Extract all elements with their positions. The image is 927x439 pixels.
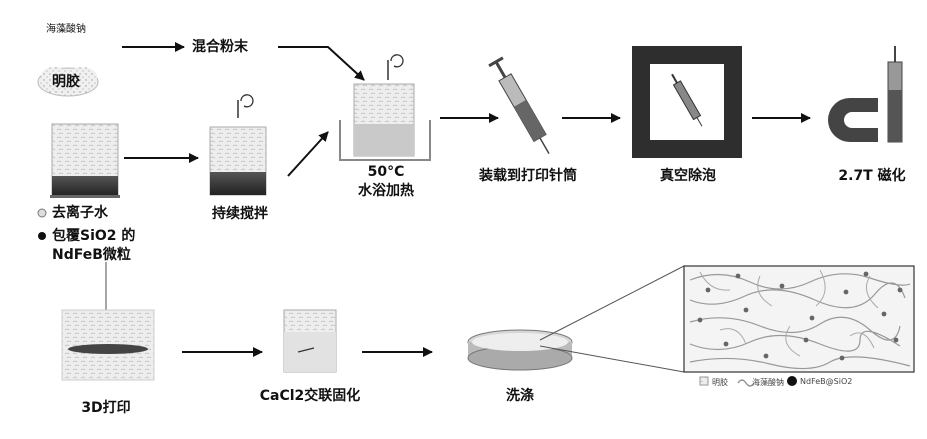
label-gelatin: 明胶	[52, 74, 80, 90]
label-load-syringe: 装载到打印针筒	[479, 168, 577, 184]
label-vacuum: 真空除泡	[660, 168, 716, 184]
legend-label-particle: NdFeB@SiO2	[800, 377, 852, 386]
legend-label-alginate: 海藻酸钠	[752, 377, 784, 388]
syringe-icon	[489, 58, 556, 158]
petri-dish	[468, 330, 572, 370]
label-particles-line1: 包覆SiO2 的	[52, 228, 135, 244]
microstructure-zoom-box	[684, 266, 914, 372]
zoom-line-top	[540, 266, 684, 340]
printer-bath	[62, 310, 154, 380]
deionized-water-beaker	[50, 124, 120, 198]
label-wash: 洗涤	[506, 388, 534, 404]
label-particles-line2: NdFeB微粒	[52, 247, 131, 263]
legend-swatch-gelatin	[700, 377, 708, 385]
legend-dot-particles	[38, 232, 46, 240]
legend-label-gelatin: 明胶	[712, 377, 728, 388]
label-sodium-alginate: 海藻酸钠	[46, 22, 86, 38]
magnet-icon	[828, 46, 902, 142]
label-water-bath: 水浴加热	[358, 183, 414, 199]
label-magnetize: 2.7T 磁化	[838, 168, 905, 184]
label-mixed-powder: 混合粉末	[192, 39, 248, 55]
legend-swatch-particle	[787, 376, 797, 386]
arrow-to-water-bath	[278, 47, 364, 80]
label-crosslink: CaCl2交联固化	[260, 388, 361, 404]
legend-dot-water	[38, 209, 46, 217]
stirring-beaker	[210, 95, 266, 195]
label-deionized-water: 去离子水	[52, 205, 108, 221]
label-stirring: 持续搅拌	[212, 206, 268, 222]
vacuum-chamber	[632, 46, 742, 158]
label-3d-print: 3D打印	[81, 400, 130, 416]
cacl2-beaker	[284, 310, 336, 372]
arrow-stir-to-bath	[288, 132, 328, 176]
label-temperature: 50°C	[368, 164, 405, 180]
